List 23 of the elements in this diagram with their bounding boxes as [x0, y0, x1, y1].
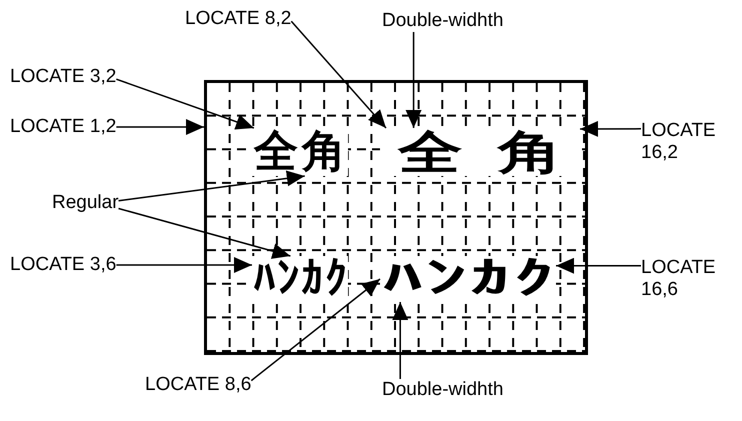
callout-label: LOCATE 16,6: [641, 257, 721, 301]
arrow: [556, 258, 641, 274]
callout-label: LOCATE 3,2: [10, 66, 116, 88]
character-text: 全角: [252, 128, 348, 176]
callout-label: Double-widhth: [382, 10, 504, 32]
arrow: [580, 120, 641, 137]
arrow: [392, 302, 408, 379]
arrow: [118, 208, 291, 259]
callout-label: LOCATE 16,2: [641, 120, 721, 164]
grid-box: [204, 80, 588, 355]
arrow: [290, 20, 387, 128]
arrow: [118, 170, 305, 202]
arrow: [116, 78, 254, 130]
callout-label: Double-widhth: [382, 379, 504, 401]
callout-label: LOCATE 3,6: [10, 254, 116, 276]
arrow: [116, 257, 252, 273]
callout-label: LOCATE 8,2: [185, 8, 292, 30]
arrow: [406, 32, 422, 128]
arrow: [116, 119, 204, 135]
arrow: [250, 278, 380, 382]
callout-label: LOCATE 1,2: [10, 116, 116, 138]
callout-label: LOCATE 8,6: [145, 374, 252, 396]
callout-label: Regular: [52, 192, 119, 214]
